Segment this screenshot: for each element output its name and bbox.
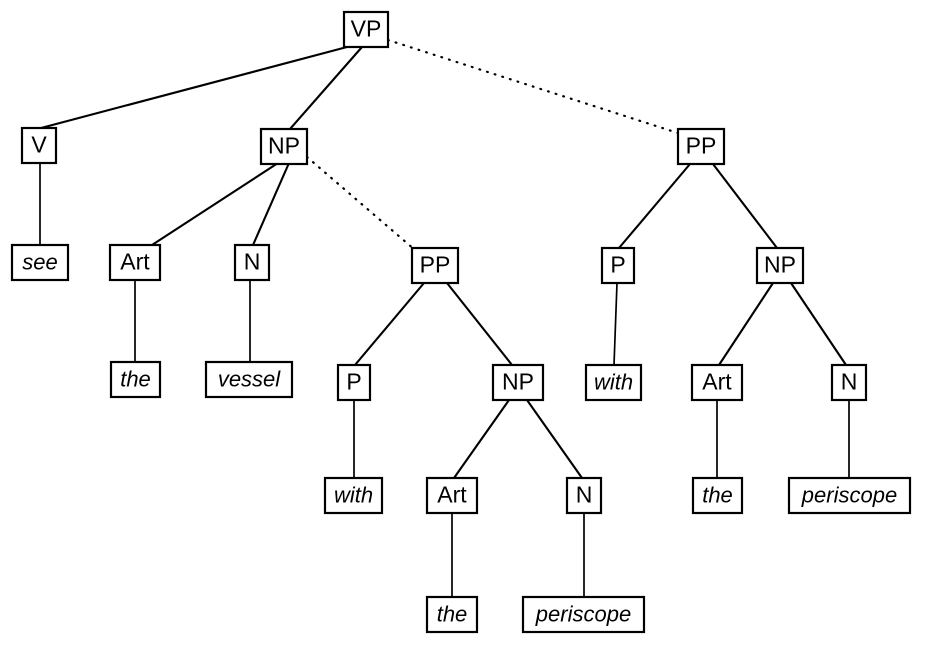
node-label-the_r: the (702, 482, 733, 507)
tree-node-np_right[interactable]: NP (755, 246, 805, 285)
tree-node-n1[interactable]: N (233, 243, 271, 282)
node-label-v: V (31, 132, 47, 158)
tree-edge-np1-to-pp_mid (305, 155, 417, 252)
node-box-periscope_r (787, 476, 912, 515)
node-box-vp (342, 10, 390, 49)
node-box-np_mid (491, 363, 545, 402)
tree-node-v[interactable]: V (20, 126, 58, 165)
node-label-n_m: N (576, 482, 593, 508)
node-label-np_right: NP (764, 252, 796, 278)
node-box-p_mid (336, 363, 372, 402)
node-label-np1: NP (268, 133, 300, 159)
tree-node-the1[interactable]: the (109, 360, 162, 399)
tree-node-art_m[interactable]: Art (425, 476, 479, 515)
tree-node-art1[interactable]: Art (108, 243, 162, 282)
tree-node-with_r[interactable]: with (584, 363, 643, 402)
tree-edge-np_mid-to-art_m (453, 399, 510, 479)
tree-node-np_mid[interactable]: NP (491, 363, 545, 402)
tree-node-with_m[interactable]: with (323, 476, 384, 515)
node-box-v (20, 126, 58, 165)
node-box-with_r (584, 363, 643, 402)
node-box-the_r (691, 476, 744, 515)
tree-node-np1[interactable]: NP (259, 127, 309, 166)
node-box-p_right (600, 246, 636, 285)
tree-node-periscope_m[interactable]: periscope (521, 595, 646, 634)
node-box-pp_right (676, 127, 726, 166)
node-label-np_mid: NP (502, 369, 534, 395)
tree-edge-vp-to-v (40, 45, 348, 130)
tree-edge-pp_mid-to-np_mid (446, 282, 513, 366)
node-label-vessel: vessel (218, 366, 281, 391)
tree-node-vessel[interactable]: vessel (204, 360, 294, 399)
tree-edge-pp_mid-to-p_mid (354, 282, 425, 366)
tree-edge-vp-to-np1 (289, 46, 363, 130)
tree-edge-pp_right-to-np_right (712, 163, 778, 249)
tree-edge-np_mid-to-n_m (526, 399, 583, 479)
node-box-vessel (204, 360, 294, 399)
node-label-pp_mid: PP (420, 252, 451, 278)
node-label-art_r: Art (702, 369, 732, 395)
node-box-art_r (690, 363, 744, 402)
node-box-pp_mid (410, 246, 460, 285)
node-label-periscope_r: periscope (801, 482, 897, 507)
node-box-see (10, 243, 70, 282)
tree-node-n_m[interactable]: N (565, 476, 603, 515)
tree-edge-vp-to-pp_right (386, 38, 683, 136)
tree-edge-np_right-to-n_r (790, 282, 847, 366)
tree-node-see[interactable]: see (10, 243, 70, 282)
tree-edge-p_right-to-with_r (613, 282, 618, 366)
node-label-n_r: N (841, 369, 858, 395)
node-box-np1 (259, 127, 309, 166)
tree-edges (39, 38, 850, 597)
tree-node-art_r[interactable]: Art (690, 363, 744, 402)
tree-node-pp_mid[interactable]: PP (410, 246, 460, 285)
node-label-periscope_m: periscope (535, 601, 631, 626)
tree-edge-np_right-to-art_r (718, 282, 774, 366)
node-label-p_right: P (610, 252, 625, 278)
node-box-with_m (323, 476, 384, 515)
node-label-with_r: with (594, 369, 633, 394)
tree-edge-np1-to-n1 (252, 162, 290, 246)
tree-node-the_m[interactable]: the (425, 595, 479, 634)
node-label-the_m: the (437, 601, 468, 626)
node-box-periscope_m (521, 595, 646, 634)
tree-node-n_r[interactable]: N (830, 363, 868, 402)
tree-node-vp[interactable]: VP (342, 10, 390, 49)
node-box-art_m (425, 476, 479, 515)
node-box-np_right (755, 246, 805, 285)
node-box-n1 (233, 243, 271, 282)
node-box-the_m (425, 595, 479, 634)
node-label-art1: Art (120, 249, 150, 275)
tree-node-p_right[interactable]: P (600, 246, 636, 285)
node-label-the1: the (120, 366, 151, 391)
node-label-pp_right: PP (686, 133, 717, 159)
node-box-art1 (108, 243, 162, 282)
node-box-the1 (109, 360, 162, 399)
node-box-n_m (565, 476, 603, 515)
node-label-art_m: Art (437, 482, 467, 508)
tree-edge-np1-to-art1 (151, 162, 279, 246)
node-label-n1: N (244, 249, 261, 275)
node-label-vp: VP (351, 16, 382, 42)
node-label-p_mid: P (346, 369, 361, 395)
node-label-with_m: with (334, 482, 373, 507)
tree-node-the_r[interactable]: the (691, 476, 744, 515)
tree-edge-pp_right-to-p_right (618, 163, 691, 249)
tree-node-periscope_r[interactable]: periscope (787, 476, 912, 515)
node-box-n_r (830, 363, 868, 402)
node-label-see: see (22, 249, 57, 274)
tree-node-p_mid[interactable]: P (336, 363, 372, 402)
tree-node-pp_right[interactable]: PP (676, 127, 726, 166)
